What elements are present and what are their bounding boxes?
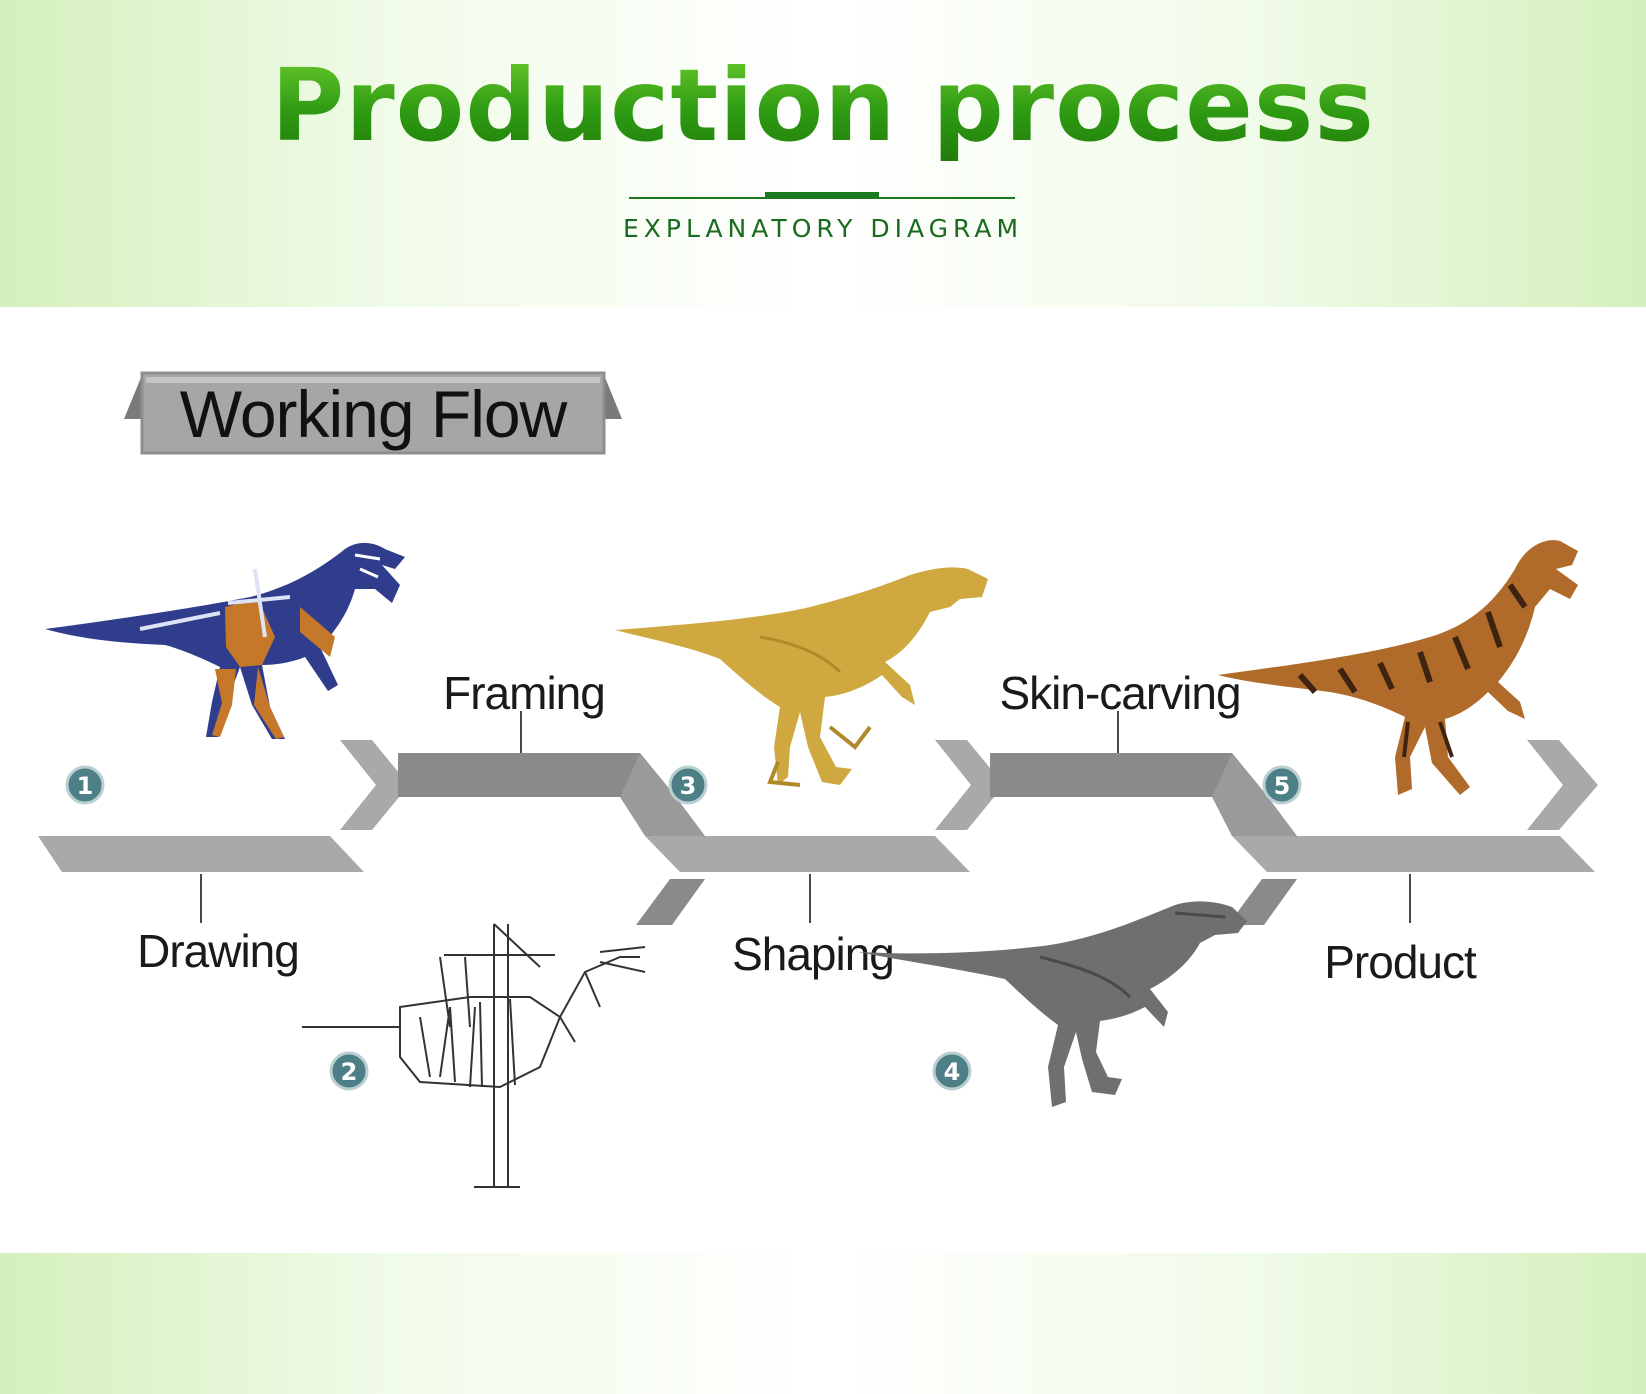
svg-text:4: 4 (944, 1058, 961, 1086)
upper-track (398, 753, 1297, 925)
title-divider (629, 197, 1015, 199)
step-label-skin-carving: Skin-carving (999, 667, 1240, 719)
label-connectors (200, 711, 1411, 923)
header-banner: Production process EXPLANATORY DIAGRAM (0, 0, 1646, 307)
footer-banner (0, 1253, 1646, 1394)
step-badge-5: 5 (1262, 765, 1302, 805)
track-foot-1 (636, 879, 705, 925)
step-label-product: Product (1324, 936, 1477, 988)
svg-text:5: 5 (1274, 772, 1291, 800)
step-label-framing: Framing (443, 667, 605, 719)
working-flow-title: Working Flow (180, 377, 568, 451)
track-segment-1 (38, 836, 364, 872)
chevron-3 (1527, 740, 1598, 830)
svg-text:3: 3 (680, 772, 697, 800)
dinosaur-framing-image (302, 923, 646, 1188)
dinosaur-shaping-image (615, 567, 988, 787)
track-segment-5 (1232, 836, 1595, 872)
step-label-drawing: Drawing (137, 925, 299, 977)
track-foot-2 (1228, 879, 1297, 925)
track-segment-2 (398, 753, 676, 797)
step-badge-1: 1 (65, 765, 105, 805)
step-label-shaping: Shaping (732, 928, 894, 980)
dinosaur-product-image (1218, 540, 1578, 795)
step-badge-3: 3 (668, 765, 708, 805)
title-divider-accent (765, 192, 879, 198)
track-segment-4 (990, 753, 1268, 797)
lower-track (38, 836, 1595, 872)
step-badge-2: 2 (329, 1051, 369, 1091)
page-subtitle: EXPLANATORY DIAGRAM (622, 214, 1024, 243)
page-title: Production process (0, 46, 1646, 166)
working-flow-diagram: Working Flow (38, 371, 1598, 1188)
dinosaur-skin-carving-image (858, 901, 1247, 1107)
chevron-1 (340, 740, 409, 830)
track-segment-3 (645, 836, 970, 872)
svg-text:2: 2 (341, 1058, 358, 1086)
working-flow-badge: Working Flow (124, 371, 622, 455)
svg-text:1: 1 (77, 772, 94, 800)
step-badge-4: 4 (932, 1051, 972, 1091)
dinosaur-drawing-image (45, 542, 405, 739)
